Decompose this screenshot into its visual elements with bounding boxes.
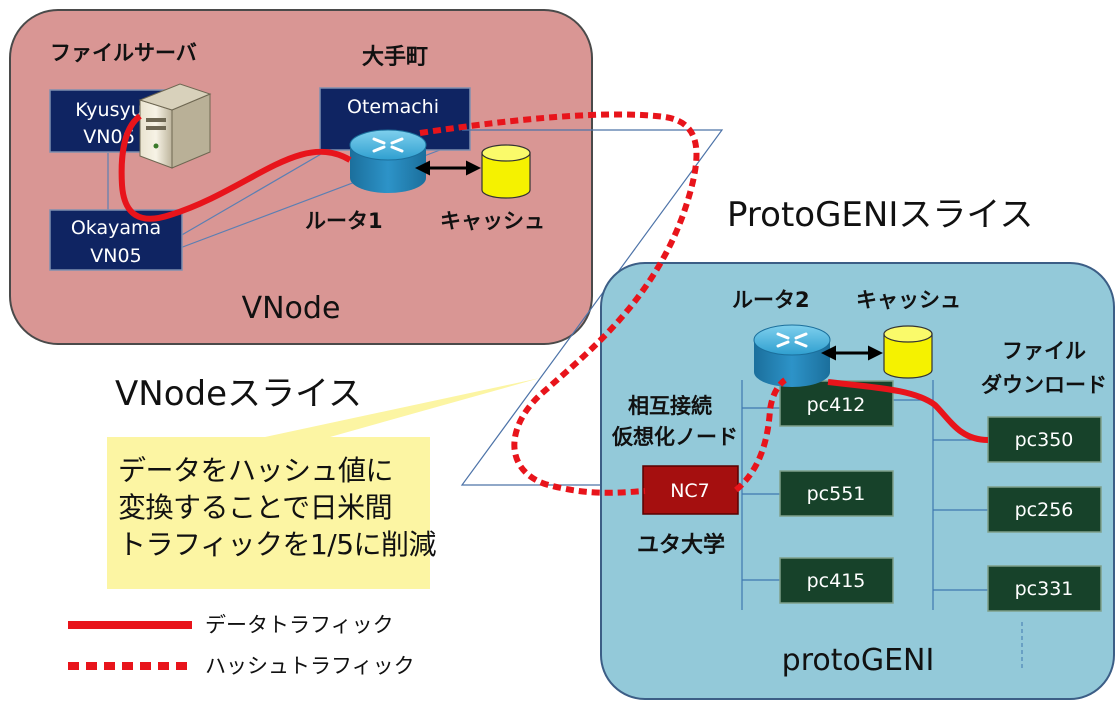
cache1-icon (481, 144, 531, 199)
download-label-line2: ダウンロード (981, 373, 1107, 397)
otemachi-line1: Otemachi (347, 96, 439, 118)
cache2-label: キャッシュ (856, 288, 961, 312)
protogeni-links (741, 380, 988, 610)
callout-text: データをハッシュ値に 変換することで日米間 トラフィックを1/5に削減 (118, 452, 437, 563)
hash-traffic-path (419, 111, 700, 496)
nc7-label: NC7 (670, 480, 710, 502)
download-label-line1: ファイル (1002, 339, 1086, 363)
legend-data-traffic-label: データトラフィック (205, 613, 394, 637)
callout-line-1: データをハッシュ値に (118, 454, 394, 487)
cache1-label: キャッシュ (440, 209, 545, 233)
data-traffic-path-vnode (118, 113, 352, 222)
vnode-slice-label: VNodeスライス (115, 374, 362, 414)
pc256-node[interactable]: pc256 (987, 486, 1102, 533)
okayama-node[interactable]: Okayama VN05 (49, 209, 183, 271)
pc412-label: pc412 (807, 394, 866, 416)
callout-line-2: 変換することで日米間 (118, 491, 393, 524)
file-server-label: ファイルサーバ (50, 41, 197, 65)
router2-icon (753, 324, 831, 387)
vnode-region-label: VNode (242, 291, 341, 326)
pc331-node[interactable]: pc331 (987, 565, 1102, 612)
callout-line-3: トラフィックを1/5に削減 (118, 528, 437, 561)
protogeni-region-label: protoGENI (782, 643, 935, 678)
utah-label: ユタ大学 (637, 532, 725, 558)
kyusyu-line1: Kyusyu (75, 99, 143, 121)
router2-label: ルータ2 (732, 288, 810, 312)
data-traffic-path-protogeni (827, 379, 989, 443)
pc551-node[interactable]: pc551 (779, 470, 894, 517)
file-server-icon (138, 83, 212, 169)
pc331-label: pc331 (1015, 578, 1074, 600)
pc551-label: pc551 (807, 483, 866, 505)
legend-hash-traffic-label: ハッシュトラフィック (205, 654, 415, 678)
interconnect-label-line1: 相互接続 (628, 394, 712, 418)
cache2-icon (883, 325, 933, 379)
pc350-node[interactable]: pc350 (987, 416, 1102, 463)
router1-label: ルータ1 (305, 209, 383, 233)
callout-box (107, 437, 430, 589)
callout-pointer (265, 378, 540, 437)
okayama-line2: VN05 (90, 245, 141, 267)
okayama-line1: Okayama (71, 217, 161, 239)
otemachi-title: 大手町 (362, 45, 428, 70)
interconnect-label-line2: 仮想化ノード (611, 425, 738, 449)
pc415-node[interactable]: pc415 (779, 557, 894, 604)
pc415-label: pc415 (807, 570, 866, 592)
router1-icon (349, 129, 427, 193)
pc412-node[interactable]: pc412 (779, 380, 894, 427)
pc256-label: pc256 (1015, 499, 1074, 521)
pc350-label: pc350 (1015, 429, 1074, 451)
protogeni-slice-label: ProtoGENIスライス (727, 195, 1033, 235)
nc7-node[interactable]: NC7 (642, 465, 739, 515)
